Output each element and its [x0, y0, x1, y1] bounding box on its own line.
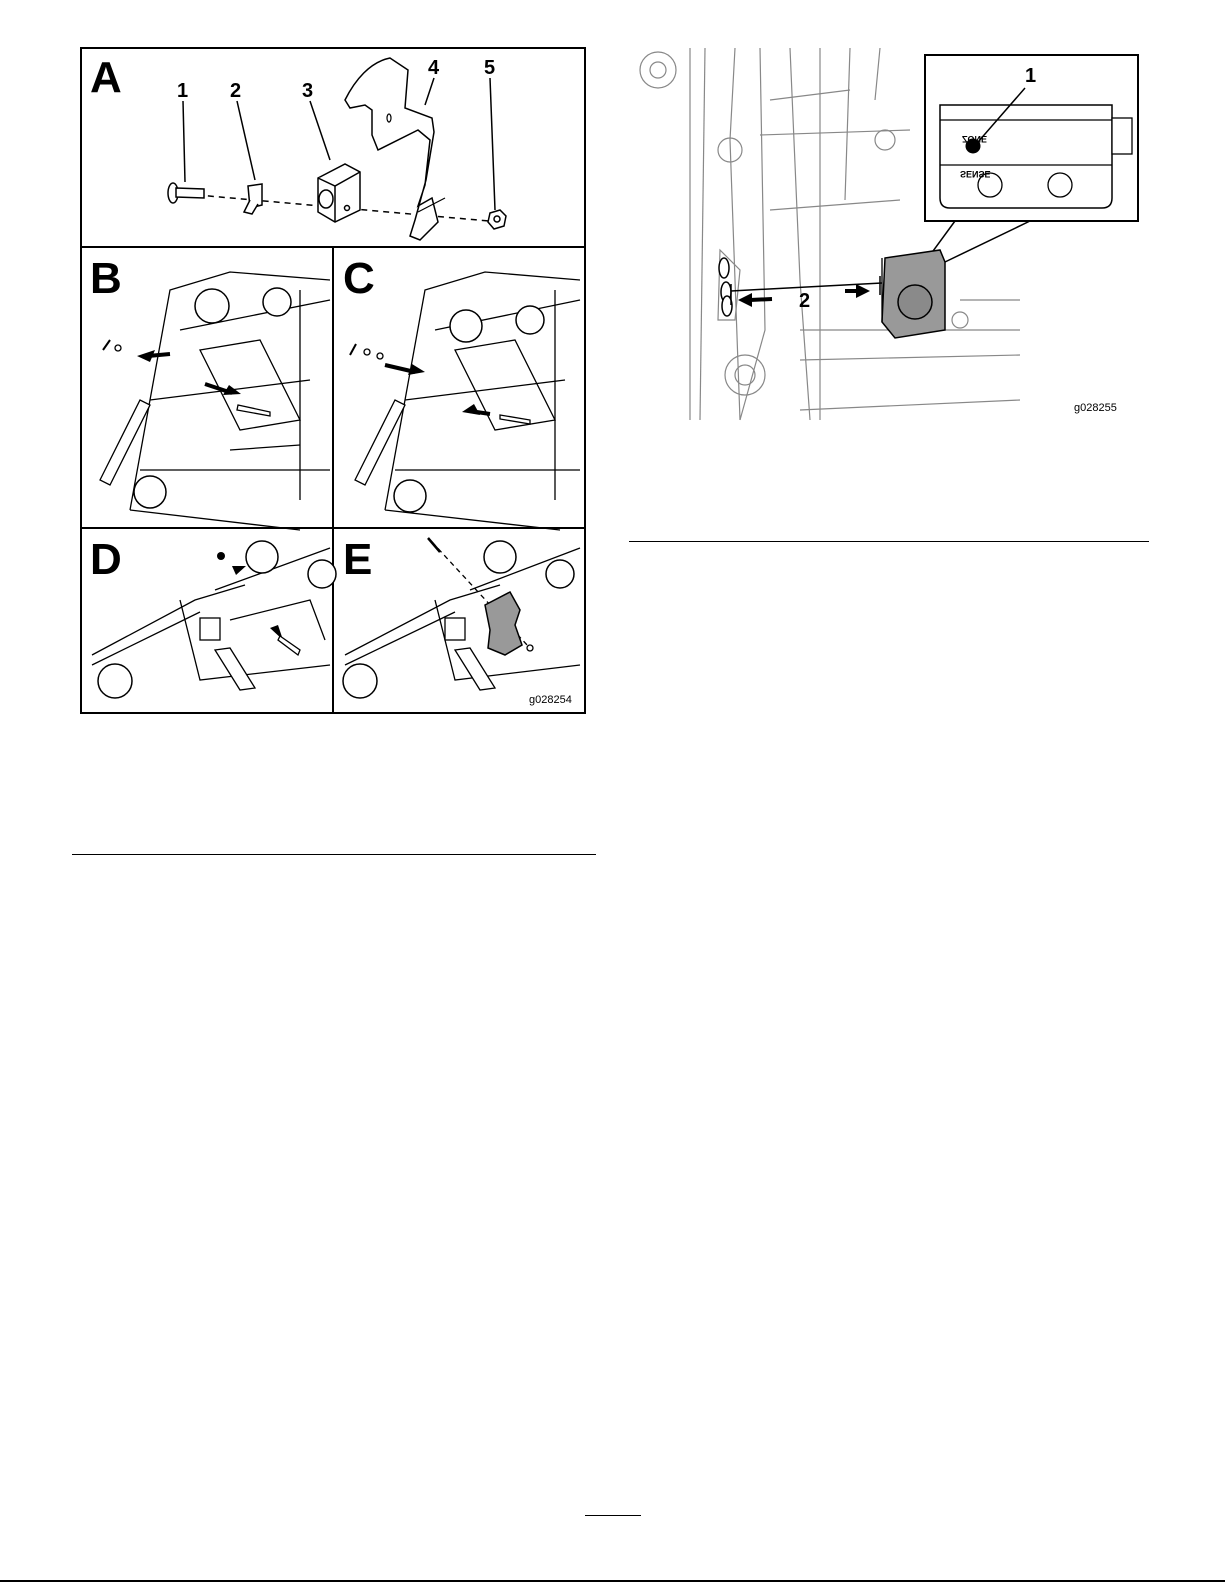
graphic-id-right: g028255 — [1074, 402, 1117, 414]
graphic-id-left: g028254 — [529, 694, 572, 706]
section-divider-right — [629, 541, 1149, 542]
sensor-label-sense: SENSE — [960, 169, 991, 179]
page-number-underline — [585, 1515, 641, 1516]
callout-5: 5 — [484, 57, 495, 79]
figure-right: ZONE SENSE 1 2 g028255 — [610, 0, 1225, 560]
callout-4: 4 — [428, 57, 440, 79]
sensor-on-machine — [882, 250, 945, 338]
panel-letter-b: B — [90, 254, 122, 303]
callout-1: 1 — [177, 80, 188, 102]
callout-right-1: 1 — [1025, 65, 1036, 87]
sensor-detail-inset: ZONE SENSE 1 — [925, 55, 1138, 221]
callout-2: 2 — [230, 80, 241, 102]
section-divider-left — [72, 854, 596, 855]
panel-letter-d: D — [90, 535, 122, 584]
panel-letter-c: C — [343, 254, 375, 303]
feeler-gauge — [719, 258, 732, 316]
footer-rule — [0, 1580, 1225, 1582]
nut-part — [488, 210, 506, 229]
panel-letter-a: A — [90, 53, 122, 102]
callout-3: 3 — [302, 80, 313, 102]
figure-left: A 1 2 3 4 5 — [0, 0, 600, 720]
panel-letter-e: E — [343, 535, 372, 584]
callout-right-2: 2 — [799, 290, 810, 312]
